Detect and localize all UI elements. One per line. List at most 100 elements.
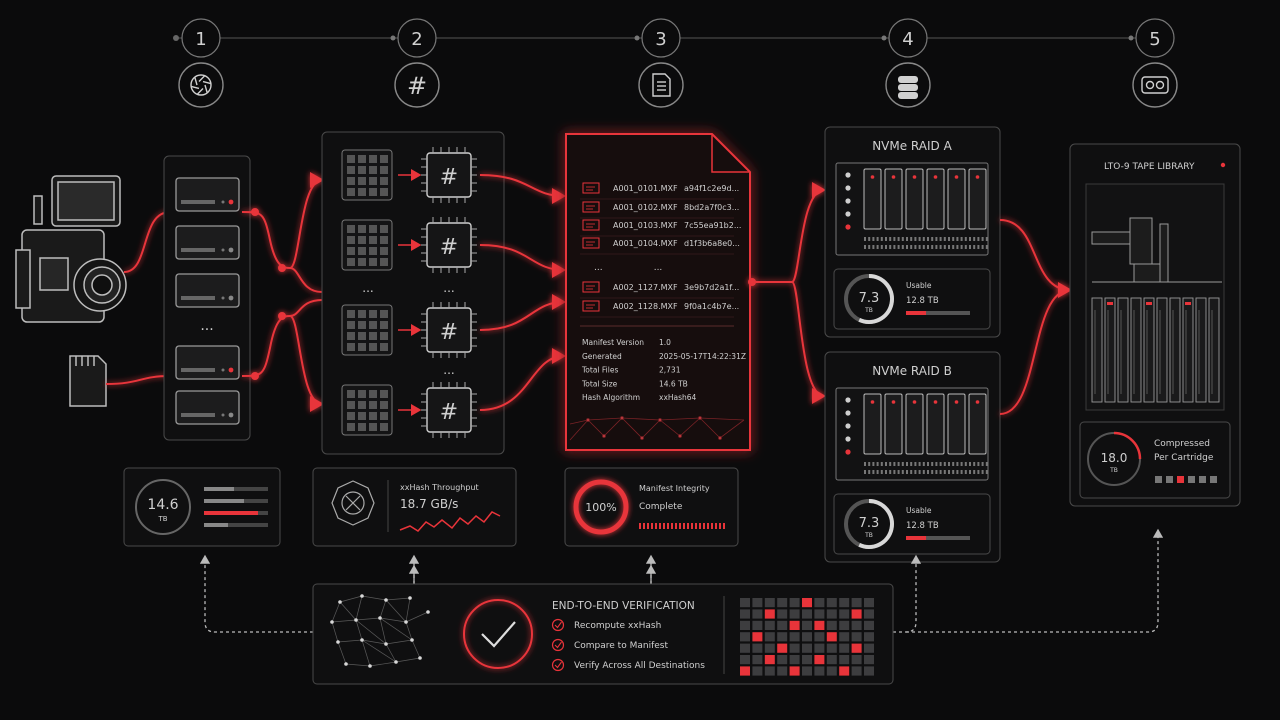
hash-row: #: [341, 382, 477, 438]
manifest-meta-value: 2025-05-17T14:22:31Z: [659, 352, 746, 361]
manifest-meta-value: xxHash64: [659, 393, 697, 402]
manifest-file-name: A002_1127.MXF: [613, 283, 678, 292]
check-circle-icon: [551, 658, 565, 672]
step-line-dot: [1128, 35, 1134, 41]
source-drive: [175, 177, 240, 212]
hash-chip-icon: #: [421, 217, 477, 273]
manifest-meta-row: Hash Algorithm xxHash64: [582, 393, 697, 402]
hash-row: #: [341, 147, 477, 203]
hash-to-manifest-links: [479, 174, 566, 411]
source-drive: [175, 225, 240, 260]
throughput-panel: [312, 467, 517, 547]
tape-cartridge-indicator: [1166, 476, 1173, 483]
integrity-ticks: [639, 523, 725, 529]
step-number: 1: [195, 29, 206, 50]
hash-chip-icon: #: [421, 382, 477, 438]
drive-bay: [968, 393, 987, 455]
tape-gauge-fill: [1113, 431, 1142, 460]
throughput-sparkline: [399, 511, 501, 532]
manifest-to-raid-links: [748, 182, 826, 404]
verification-check-label: Verify Across All Destinations: [574, 661, 705, 671]
file-icon: [582, 237, 600, 249]
verification-grid: [740, 598, 874, 676]
tape-cartridge-indicator: [1188, 476, 1195, 483]
tape-slot: [1208, 297, 1220, 403]
raid-b-title: NVMe RAID B: [872, 364, 952, 378]
hash-row: #: [341, 302, 477, 358]
raid-b-gauge-fill: [858, 499, 894, 549]
tape-slot: [1169, 297, 1181, 403]
tape-slot: [1117, 297, 1129, 403]
manifest-file-name: A001_0104.MXF: [613, 239, 678, 248]
tape-cartridge-indicator: [1177, 476, 1184, 483]
verification-check-label: Recompute xxHash: [574, 621, 661, 631]
manifest-file-row: A001_0104.MXF d1f3b6a8e0...: [580, 237, 740, 255]
drive-bay: [947, 393, 966, 455]
integrity-label: Manifest Integrity: [639, 484, 710, 493]
drive-bay: [884, 168, 903, 230]
source-media-stage: ... 14.6 TB: [15, 155, 281, 547]
tape-title: LTO-9 TAPE LIBRARY: [1104, 162, 1195, 172]
tape-cassette-icon: [1132, 62, 1178, 108]
hash-ellipsis-left: ...: [362, 281, 373, 295]
source-drive: [175, 273, 240, 308]
raid-a-gauge-value: 7.3: [859, 291, 880, 306]
tape-cartridge-indicator: [1155, 476, 1162, 483]
drive-bay: [947, 168, 966, 230]
hash-glyph: #: [440, 400, 458, 425]
raid-a-usage-bar: [906, 311, 927, 315]
manifest-file-hash: a94f1c2e9d...: [684, 184, 739, 193]
manifest-network-pattern: [569, 416, 745, 441]
drive-bay: [884, 393, 903, 455]
tape-robot-arm: [1091, 217, 1222, 283]
raid-a-usable-label: Usable: [906, 281, 932, 290]
hash-chip-icon: #: [421, 147, 477, 203]
step-3: 3: [641, 18, 681, 58]
data-block-icon: [341, 149, 393, 201]
check-circle-icon: [551, 618, 565, 632]
hash-chip-icon: #: [421, 302, 477, 358]
step-4: 4: [888, 18, 928, 58]
step-number: 2: [411, 29, 422, 50]
step-line-dot: [881, 35, 887, 41]
drive-bay: [968, 168, 987, 230]
document-icon: [638, 62, 684, 108]
manifest-meta-value: 2,731: [659, 366, 681, 375]
step-2: 2: [397, 18, 437, 58]
raid-a-gauge-fill: [858, 274, 894, 324]
file-icon: [582, 201, 600, 213]
manifest-file-name: A001_0102.MXF: [613, 203, 678, 212]
step-line-start-dot: [173, 35, 179, 41]
manifest-ellipsis-right: ...: [654, 263, 663, 273]
source-bars: [204, 487, 268, 527]
manifest-ellipsis-left: ...: [594, 263, 603, 273]
hash-icon: #: [394, 62, 440, 108]
hash-ellipsis-bottom: ...: [443, 363, 454, 377]
hash-ellipsis-right: ...: [443, 281, 454, 295]
manifest-file-name: A001_0103.MXF: [613, 221, 678, 230]
step-5: 5: [1135, 18, 1175, 58]
source-gauge-value: 14.6: [147, 497, 178, 513]
integrity-panel: [564, 467, 739, 547]
manifest-file-name: A002_1128.MXF: [613, 302, 678, 311]
raid-b-usage-bar: [906, 536, 927, 540]
sd-card-icon: [69, 355, 107, 407]
verification-title: END-TO-END VERIFICATION: [552, 600, 695, 612]
verification-panel: END-TO-END VERIFICATION Recompute xxHash…: [312, 583, 894, 685]
tape-label-2: Per Cartridge: [1154, 453, 1214, 463]
manifest-meta-key: Hash Algorithm: [582, 393, 640, 402]
tape-slot: [1104, 297, 1116, 403]
source-gauge-unit: TB: [157, 515, 167, 523]
manifest-file-name: A001_0101.MXF: [613, 184, 678, 193]
data-block-icon: [341, 384, 393, 436]
throughput-value: 18.7 GB/s: [400, 497, 458, 511]
manifest-file-hash: d1f3b6a8e0...: [684, 239, 740, 248]
database-icon: [885, 62, 931, 108]
hash-stage: #### ... ... ... xxHash Throughput 18.7 …: [312, 131, 517, 547]
raid-a-gauge-unit: TB: [864, 307, 873, 314]
